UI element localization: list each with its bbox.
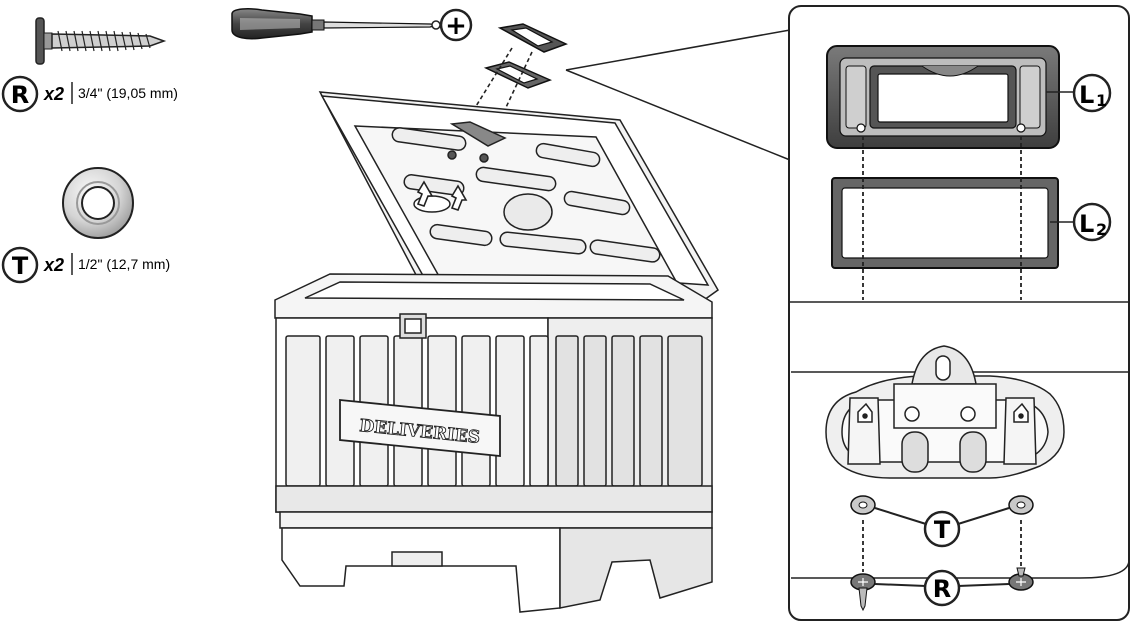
r-callout: R (874, 569, 1010, 607)
l2-letter: L (1079, 210, 1094, 238)
washer-t-left (850, 495, 876, 515)
washer-t-right (1008, 495, 1034, 515)
detail-guide-lines (862, 136, 1022, 572)
part-t-callout: T (1, 246, 39, 284)
gasket-small (483, 61, 553, 89)
part-t-quantity: x2 (43, 255, 64, 275)
part-t-size: 1/2" (12,7 mm) (78, 256, 170, 272)
part-r-callout: R (1, 75, 39, 113)
gasket-l2 (831, 177, 1059, 269)
part-r-quantity: x2 (43, 84, 64, 104)
l1-subscript: 1 (1096, 91, 1107, 110)
lid-underside-detail (791, 345, 1130, 579)
deliveries-plaque: DELIVERIES (339, 399, 501, 457)
screw-icon (35, 17, 167, 65)
screw-r-left (850, 573, 876, 612)
part-r-letter: R (11, 81, 29, 109)
part-r-size: 3/4" (19,05 mm) (78, 85, 178, 101)
part-t-letter: T (12, 252, 29, 280)
phillips-screwdriver-icon (231, 8, 439, 40)
washer-icon (62, 167, 134, 239)
t-callout: T (874, 507, 1010, 548)
detail-leader-lines (565, 29, 791, 161)
phillips-symbol-label: + (445, 11, 467, 41)
l2-callout: L 2 (1050, 202, 1112, 242)
l2-subscript: 2 (1096, 220, 1107, 239)
phillips-symbol: + (431, 8, 473, 42)
screw-r-right (1008, 567, 1034, 591)
guide-lines (451, 47, 533, 151)
latch-plate-l1 (826, 45, 1060, 149)
up-arrow-icon (416, 180, 468, 211)
r-letter: R (933, 575, 951, 603)
storage-box (274, 91, 719, 613)
t-letter: T (934, 516, 951, 544)
l1-letter: L (1079, 81, 1094, 109)
l1-callout: L 1 (1046, 73, 1112, 113)
latch-plate-small (497, 23, 568, 53)
